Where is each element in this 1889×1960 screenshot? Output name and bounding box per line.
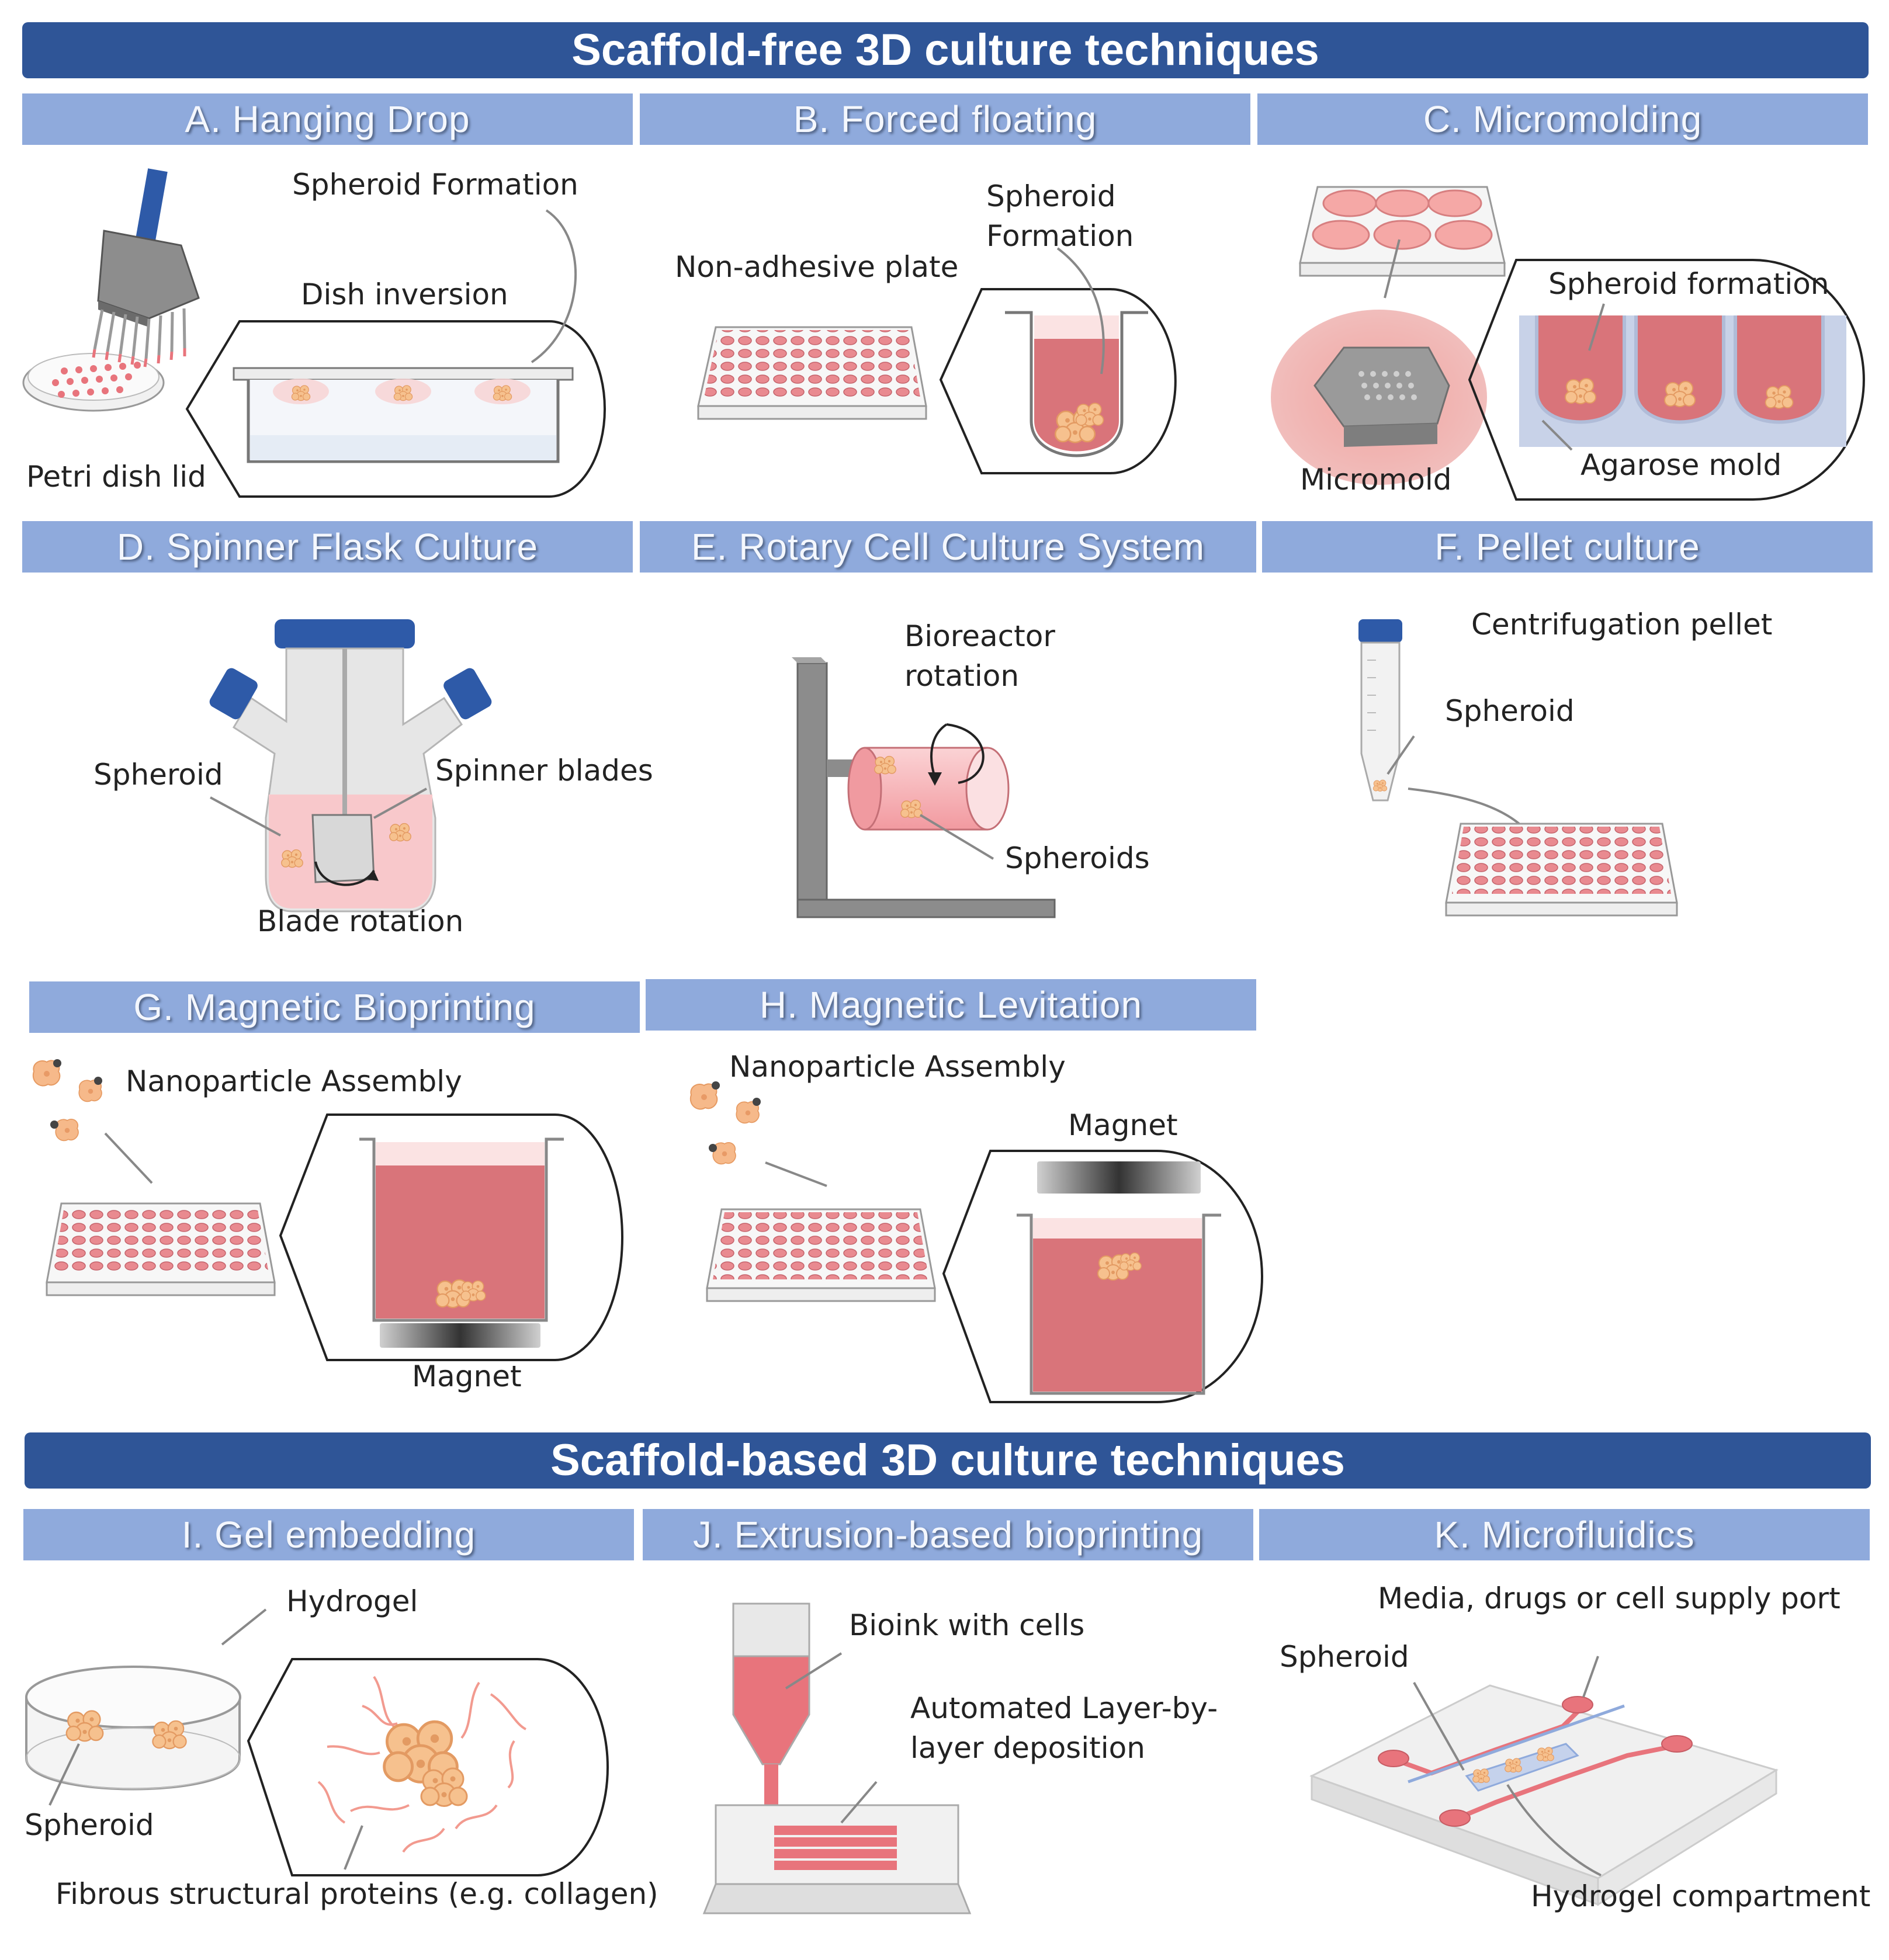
section-header-spinner-flask: D. Spinner Flask Culture	[22, 521, 633, 573]
label-hydrogel: Hydrogel	[286, 1584, 418, 1618]
label-blade-rotation: Blade rotation	[257, 904, 464, 938]
label-spheroid-k: Spheroid	[1280, 1640, 1409, 1674]
label-spheroid-d: Spheroid	[93, 758, 223, 792]
scaffold-free-banner: Scaffold-free 3D culture techniques	[22, 22, 1869, 78]
scaffold-based-banner: Scaffold-based 3D culture techniques	[25, 1432, 1871, 1489]
microfluidics-illustration	[1309, 1656, 1779, 1906]
extrusion-bioprinting-illustration	[702, 1602, 972, 1914]
section-header-magnetic-bioprinting: G. Magnetic Bioprinting	[29, 981, 640, 1033]
gel-embedding-illustration	[25, 1608, 609, 1876]
micromolding-illustration	[1271, 186, 1865, 501]
label-spheroid-formation: Spheroid Formation	[292, 168, 578, 202]
label-fibrous-proteins: Fibrous structural proteins (e.g. collag…	[56, 1877, 658, 1911]
magnetic-levitation-illustration	[689, 1081, 1263, 1403]
section-header-magnetic-levitation: H. Magnetic Levitation	[646, 979, 1256, 1031]
spinner-flask-illustration	[209, 619, 492, 913]
label-bioink: Bioink with cells	[849, 1608, 1085, 1642]
label-non-adhesive-plate: Non-adhesive plate	[675, 250, 959, 284]
section-header-extrusion-bioprinting: J. Extrusion-based bioprinting	[643, 1509, 1253, 1560]
section-header-rotary-culture: E. Rotary Cell Culture System	[640, 521, 1256, 573]
label-spheroids-e: Spheroids	[1005, 841, 1150, 875]
magnetic-bioprinting-illustration	[32, 1059, 623, 1361]
label-spheroid-i: Spheroid	[25, 1808, 154, 1842]
label-petri-dish-lid: Petri dish lid	[26, 460, 206, 494]
label-centrifugation-pellet: Centrifugation pellet	[1471, 608, 1773, 641]
label-hydrogel-compartment: Hydrogel compartment	[1531, 1879, 1871, 1913]
label-nanoparticle-assembly-g: Nanoparticle Assembly	[126, 1064, 462, 1098]
label-spheroid-formation-b-line1: Spheroid	[986, 179, 1116, 213]
hanging-drop-illustration	[22, 168, 606, 498]
section-header-micromolding: C. Micromolding	[1257, 93, 1868, 145]
rotary-culture-illustration	[792, 657, 1056, 918]
label-magnet-g: Magnet	[412, 1359, 522, 1393]
label-spheroid-f: Spheroid	[1445, 694, 1575, 728]
pellet-culture-illustration	[1358, 619, 1678, 917]
label-spheroid-formation-b: Spheroid Formation	[986, 176, 1134, 256]
forced-floating-illustration	[697, 247, 1177, 474]
label-bioreactor-rotation: Bioreactor rotation	[904, 616, 1055, 696]
section-header-gel-embedding: I. Gel embedding	[23, 1509, 634, 1560]
label-layer-deposition: Automated Layer-by- layer deposition	[910, 1688, 1218, 1768]
label-bioreactor-rotation-line1: Bioreactor	[904, 619, 1055, 653]
label-spheroid-formation-b-line2: Formation	[986, 219, 1134, 253]
label-supply-port: Media, drugs or cell supply port	[1378, 1581, 1841, 1615]
section-header-microfluidics: K. Microfluidics	[1259, 1509, 1870, 1560]
label-nanoparticle-assembly-h: Nanoparticle Assembly	[729, 1050, 1066, 1084]
label-bioreactor-rotation-line2: rotation	[904, 659, 1020, 693]
label-layer-deposition-line1: Automated Layer-by-	[910, 1691, 1218, 1725]
label-magnet-h: Magnet	[1068, 1108, 1178, 1142]
label-spheroid-formation-c: Spheroid formation	[1548, 267, 1829, 301]
label-layer-deposition-line2: layer deposition	[910, 1731, 1145, 1765]
label-spinner-blades: Spinner blades	[435, 754, 653, 788]
section-header-forced-floating: B. Forced floating	[640, 93, 1250, 145]
label-agarose-mold: Agarose mold	[1580, 448, 1782, 482]
section-header-pellet-culture: F. Pellet culture	[1262, 521, 1873, 573]
label-dish-inversion: Dish inversion	[301, 277, 508, 311]
section-header-hanging-drop: A. Hanging Drop	[22, 93, 633, 145]
label-micromold: Micromold	[1300, 463, 1452, 497]
